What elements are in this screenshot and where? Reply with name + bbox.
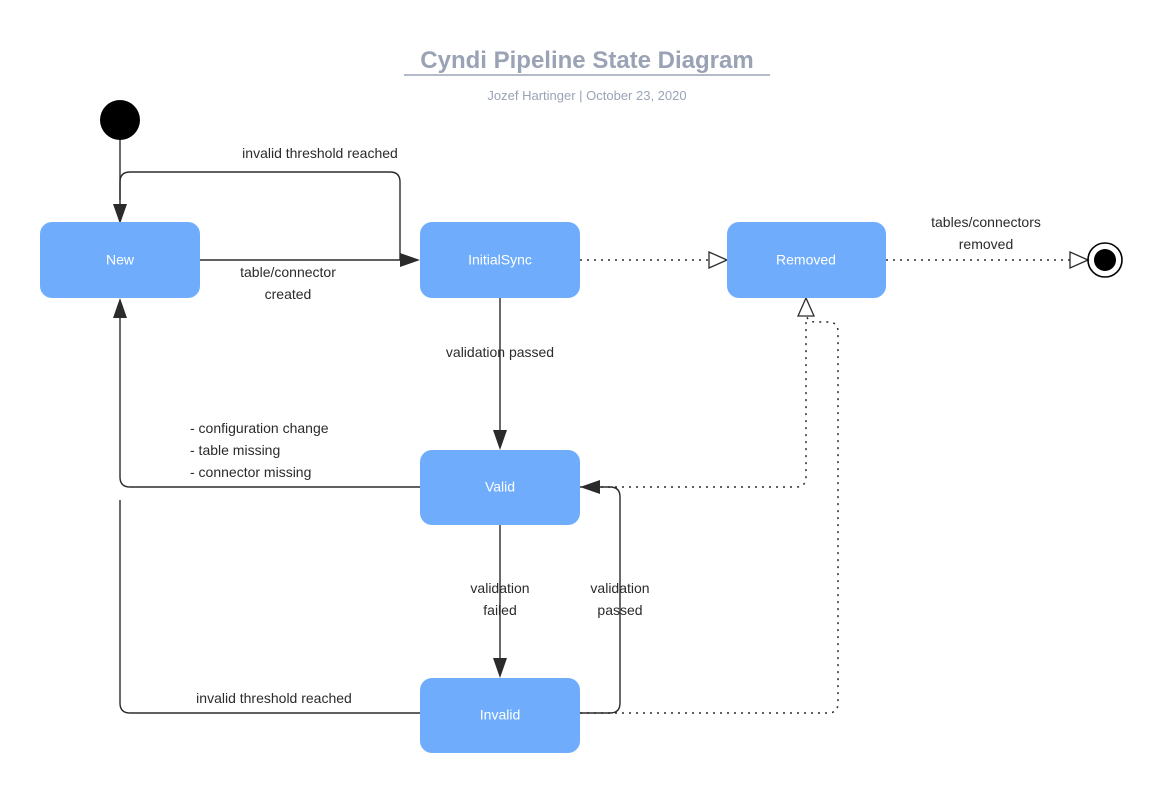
arrowhead-solid xyxy=(493,430,507,450)
edge-line xyxy=(119,308,420,488)
transition-initialsync-to-valid: validation passed xyxy=(446,298,554,450)
state-new-shape[interactable] xyxy=(40,222,200,298)
diagram-header: Cyndi Pipeline State Diagram Jozef Harti… xyxy=(404,47,770,103)
arrowhead-solid xyxy=(113,204,127,224)
edge-label-validation-failed-line2: failed xyxy=(483,602,516,618)
state-initialsync[interactable]: InitialSync xyxy=(420,222,580,298)
arrowhead-hollow xyxy=(796,296,816,317)
arrowhead-solid xyxy=(113,298,127,318)
state-invalid-label: Invalid xyxy=(480,707,520,723)
edge-label-config-change-line2: - table missing xyxy=(190,442,280,458)
state-valid[interactable]: Valid xyxy=(420,450,580,525)
transition-invalid-to-new: invalid threshold reached xyxy=(119,500,420,714)
edge-label-validation-passed-line2: passed xyxy=(597,602,642,618)
initial-state-circle xyxy=(100,100,140,140)
state-valid-label: Valid xyxy=(485,479,515,495)
edge-label-table-connector-created-line1: table/connector xyxy=(240,264,336,280)
edge-label-invalid-threshold-bottom: invalid threshold reached xyxy=(196,690,352,706)
transition-initialsync-to-removed xyxy=(580,250,729,270)
edge-label-table-connector-created-line2: created xyxy=(265,286,312,302)
arrowhead-solid xyxy=(493,658,507,678)
transition-valid-to-new: - configuration change - table missing -… xyxy=(113,298,420,488)
edge-label-tables-connectors-removed-line2: removed xyxy=(959,236,1013,252)
state-initialsync-shape[interactable] xyxy=(420,222,580,298)
transition-invalid-to-removed xyxy=(580,296,839,714)
edge-label-invalid-threshold-top: invalid threshold reached xyxy=(242,145,398,161)
edge-line xyxy=(580,311,839,714)
state-new-label: New xyxy=(106,252,135,268)
edge-label-config-change-line1: - configuration change xyxy=(190,420,329,436)
state-removed-label: Removed xyxy=(776,252,836,268)
edge-label-validation-passed-mid: validation passed xyxy=(446,344,554,360)
transition-valid-to-removed xyxy=(580,318,807,488)
state-new[interactable]: New xyxy=(40,222,200,298)
transition-new-to-initialsync: table/connector created xyxy=(200,253,420,302)
final-state-ring xyxy=(1087,242,1123,278)
edge-label-validation-failed-line1: validation xyxy=(470,580,529,596)
arrowhead-hollow xyxy=(1069,250,1090,270)
final-state-core xyxy=(1094,249,1116,271)
state-invalid[interactable]: Invalid xyxy=(420,678,580,753)
state-invalid-shape[interactable] xyxy=(420,678,580,753)
page-title: Cyndi Pipeline State Diagram xyxy=(420,47,753,74)
arrowhead-solid xyxy=(400,253,420,267)
arrowhead-solid xyxy=(580,480,600,494)
initial-state-node xyxy=(100,100,140,140)
transition-invalid-to-valid: validation passed xyxy=(580,480,650,714)
arrowhead-hollow xyxy=(708,250,729,270)
edge-label-config-change-line3: - connector missing xyxy=(190,464,311,480)
transition-initialsync-to-new: invalid threshold reached xyxy=(119,145,401,260)
state-valid-shape[interactable] xyxy=(420,450,580,525)
edge-line xyxy=(119,171,401,260)
edge-line xyxy=(580,318,807,488)
page-subtitle: Jozef Hartinger | October 23, 2020 xyxy=(487,88,686,103)
transition-removed-to-final: tables/connectors removed xyxy=(886,214,1090,270)
state-removed[interactable]: Removed xyxy=(727,222,886,298)
edge-label-validation-passed-line1: validation xyxy=(590,580,649,596)
state-initialsync-label: InitialSync xyxy=(468,252,532,268)
edge-line xyxy=(119,500,420,714)
transition-start-to-new xyxy=(113,140,127,224)
edge-label-tables-connectors-removed-line1: tables/connectors xyxy=(931,214,1041,230)
state-removed-shape[interactable] xyxy=(727,222,886,298)
final-state-node xyxy=(1087,242,1123,278)
transition-valid-to-invalid: validation failed xyxy=(470,525,530,678)
edge-line xyxy=(580,486,621,714)
